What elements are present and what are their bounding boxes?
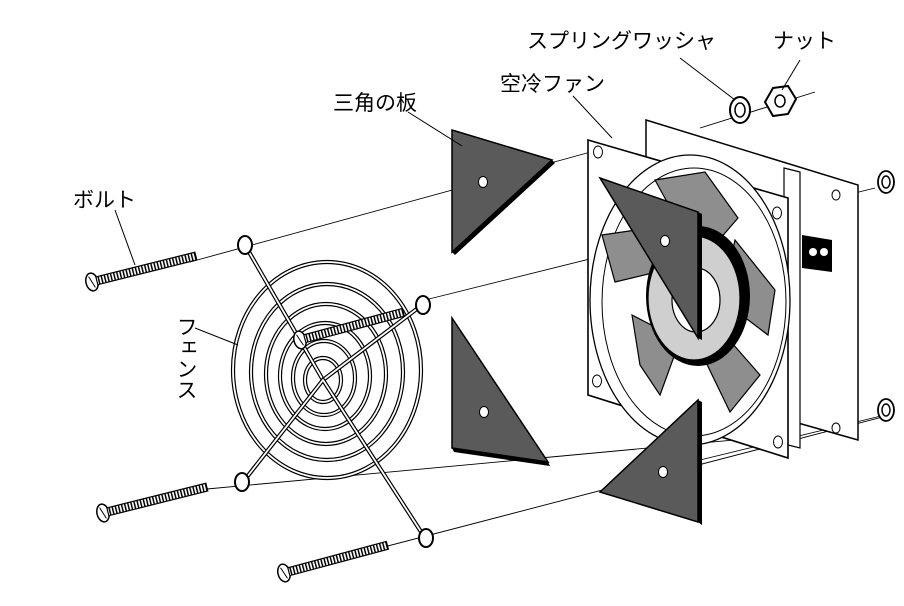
fan-fence-guard [230, 235, 434, 548]
fence-arms [241, 243, 427, 540]
nut-top [763, 84, 798, 118]
fan-mount-hole-tl [593, 145, 603, 159]
triangle-plate-top-right [598, 176, 702, 341]
leader-lines [114, 57, 801, 346]
fan-mount-hole-tr [772, 206, 782, 220]
fence-mount-loops [234, 235, 434, 548]
fence-rings [230, 259, 424, 481]
cooling-fan [587, 118, 859, 460]
leader-bolt [114, 209, 136, 266]
label-bolt: ボルト [73, 188, 136, 212]
spring-washer [729, 96, 751, 124]
fan-mount-hole-br [773, 435, 783, 449]
triangle-plate-top-left [451, 128, 555, 255]
label-triangle-plate: 三角の板 [333, 91, 417, 115]
triangle-plate-bottom-right [598, 398, 702, 525]
label-spring-washer: スプリングワッシャ [527, 29, 716, 53]
label-nut: ナット [773, 29, 836, 53]
leader-fence [194, 327, 239, 346]
leader-nut [781, 59, 801, 91]
nut-right-top [877, 170, 895, 194]
fan-mount-hole-bl [592, 374, 602, 388]
leader-cooling-fan [572, 95, 613, 139]
bolt-top-left [83, 246, 199, 293]
nut-right-bottom [877, 398, 895, 422]
label-cooling-fan: 空冷ファン [500, 72, 605, 96]
leader-triangle-plate [407, 111, 463, 147]
triangle-plate-bottom-left [451, 315, 550, 466]
bolt-bottom-left [94, 477, 210, 524]
label-fence: フェンス [174, 316, 198, 400]
leader-spring-washer [679, 57, 736, 101]
bolt-bottom [275, 535, 391, 584]
